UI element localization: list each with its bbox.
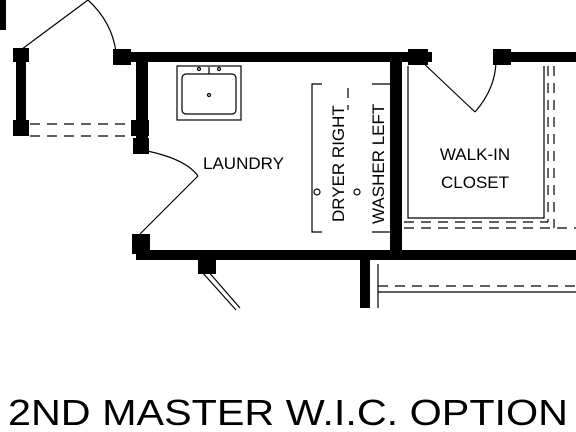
- wall-top-right-cap: [493, 49, 511, 65]
- wall-bottom: [136, 250, 576, 260]
- door-lower: [206, 269, 241, 309]
- appliance-label-dryer: DRYER RIGHT: [329, 105, 348, 222]
- wall-left-column-cap-top: [13, 48, 29, 62]
- openings: [30, 66, 576, 308]
- dryer-outline: [311, 83, 322, 233]
- door-laundry-arc: [141, 149, 199, 177]
- door-upper-left-arc: [87, 0, 117, 53]
- wall-bottom-cap-mid: [198, 258, 216, 274]
- wall-left-column: [16, 48, 26, 128]
- room-label-closet-line2: CLOSET: [441, 173, 509, 192]
- door-closet: [419, 59, 476, 113]
- appliance-outlines: [311, 83, 390, 233]
- door-laundry: [139, 175, 199, 235]
- wall-laundry-left: [136, 52, 148, 152]
- wall-divider: [390, 52, 402, 260]
- wall-laundry-left-cap-bottom: [133, 138, 149, 154]
- wall-top-right: [496, 52, 576, 62]
- wall-lower-right-stub: [360, 258, 370, 308]
- doors: [17, 0, 497, 311]
- dryer-vent-icon: [313, 188, 321, 196]
- room-label-laundry: LAUNDRY: [203, 154, 284, 173]
- sink-counter: [176, 65, 242, 121]
- wall-bottom-left-stub: [136, 234, 148, 258]
- wall-top-cap-mid: [408, 49, 428, 65]
- wall-left-column-cap-bottom: [13, 120, 29, 136]
- sink-drain: [206, 92, 212, 98]
- closet-outline: [407, 66, 545, 219]
- door-upper-left: [17, 0, 89, 53]
- appliance-label-washer: WASHER LEFT: [369, 104, 388, 224]
- labels: LAUNDRY WALK-IN CLOSET DRYER RIGHT WASHE…: [8, 104, 568, 432]
- wall-top: [116, 52, 432, 62]
- door-lower-2: [201, 271, 237, 311]
- wall-left-upper: [0, 0, 6, 30]
- walls: [0, 0, 576, 308]
- sink-knob-right: [216, 66, 222, 72]
- plan-caption: 2ND MASTER W.I.C. OPTION: [8, 392, 568, 432]
- door-closet-arc: [474, 59, 497, 113]
- washer-outline: [372, 83, 390, 233]
- sink: [176, 65, 242, 121]
- sink-knob-left: [196, 66, 202, 72]
- washer-valve-icon: [353, 188, 361, 196]
- wall-laundry-left-cap: [131, 120, 149, 136]
- wall-top-cap-left: [113, 49, 131, 65]
- room-label-closet-line1: WALK-IN: [440, 145, 510, 164]
